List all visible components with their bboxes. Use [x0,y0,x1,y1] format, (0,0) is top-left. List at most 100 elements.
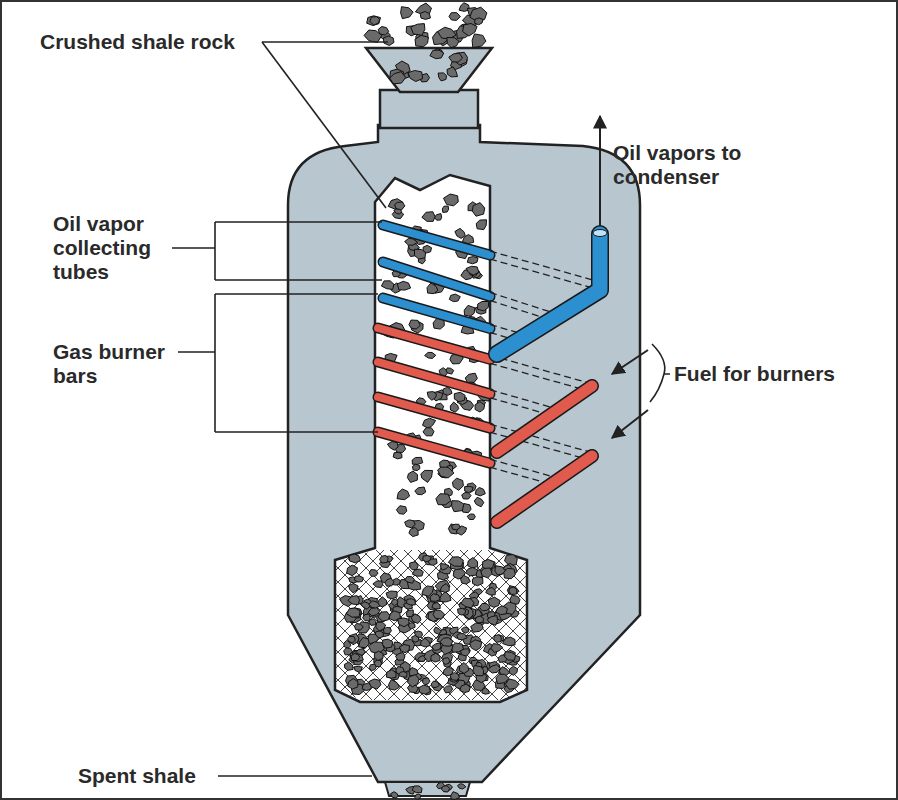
shale-rock [409,623,415,629]
grate-bar [0,550,130,710]
shale-rock [415,487,426,495]
grate-bar [770,550,898,710]
shale-rock [432,603,440,610]
fuel-header [497,386,592,452]
shale-rock [444,194,459,206]
feed-hopper [366,48,492,92]
shale-rock [449,294,460,302]
hidden-tube [490,390,554,408]
grate-bar [82,550,242,710]
grate-bar [756,550,898,710]
grate-bar [742,550,898,710]
shale-rock [430,594,440,602]
shale-rock [488,665,501,673]
fuel-arrow [612,410,648,438]
shale-rock [487,616,497,626]
shale-rock [467,257,478,264]
shale-rock [475,488,485,496]
grate-bar [558,550,718,710]
shale-rock [414,631,422,638]
shale-rock [443,387,452,395]
shale-rock [364,30,382,43]
grate-bar [238,550,398,710]
fuel-header [497,386,592,452]
grate-bar [194,550,354,710]
shale-rock [385,578,394,586]
shale-rock [354,576,363,582]
shale-rock [421,470,433,482]
part-label: Fuel for burners [674,362,874,386]
shale-rock [439,592,451,603]
grate-bar [546,550,706,710]
grate-bar [630,550,790,710]
shale-rock [344,662,353,670]
shale-rock [369,664,376,671]
shale-rock [348,679,358,690]
shale-rock [449,13,460,21]
hidden-tube [490,363,589,391]
shale-rock [419,685,431,694]
shale-rock [436,494,451,505]
grate-bar [0,550,144,710]
shale-rock [408,71,423,82]
grate-bar [26,550,186,710]
shale-rock [374,651,383,660]
shale-rock [412,464,420,470]
tube-outline [383,298,490,329]
shale-rock [431,681,439,688]
shale-rock [435,580,450,592]
shale-rock [428,559,437,566]
shale-rock [397,281,410,290]
grate-bar [40,550,200,710]
shale-rock [475,18,484,25]
shale-rock [347,637,355,644]
shale-rock [396,506,406,515]
shale-rock [452,478,463,490]
shale-rock [503,637,515,646]
shale-rock [451,792,460,800]
shale-rock [443,658,450,665]
shale-rock [491,644,503,653]
grate-bar [12,550,172,710]
feed-collar [380,90,478,128]
tube [378,328,490,359]
grate-bar [518,550,678,710]
shale-rock [351,654,360,661]
shale-rock [412,786,422,793]
pipes [378,225,607,522]
shale-rocks [340,3,521,800]
shale-rock [389,680,400,691]
shale-rock [412,569,423,576]
grate-bar [572,550,732,710]
shale-rock [369,601,380,608]
grate-bar [798,550,898,710]
grate-bar [544,550,704,710]
grate-bar [448,550,608,710]
shale-rock [473,666,484,676]
grate-bar [70,550,230,710]
shale-rock [476,220,486,230]
shale-rock [391,599,397,606]
grate-bar [42,550,202,710]
shale-rock [398,618,409,627]
shale-rock [347,565,358,576]
grate-bar [642,550,802,710]
shale-rock [407,471,417,482]
grate-bar [714,550,874,710]
tube-outline [378,432,490,463]
shale-rock [398,672,407,678]
shale-rock [425,352,436,358]
grate-bar [474,550,634,710]
shale-rock [423,678,430,685]
shale-rock [396,653,405,661]
shale-rock [415,249,426,259]
shale-rock [459,663,468,674]
fuel-arrow [612,350,648,374]
shale-rock [348,596,360,605]
shale-rock [387,670,397,679]
shale-rock [433,610,445,619]
grate-bar [126,550,286,710]
grate-bar [686,550,846,710]
